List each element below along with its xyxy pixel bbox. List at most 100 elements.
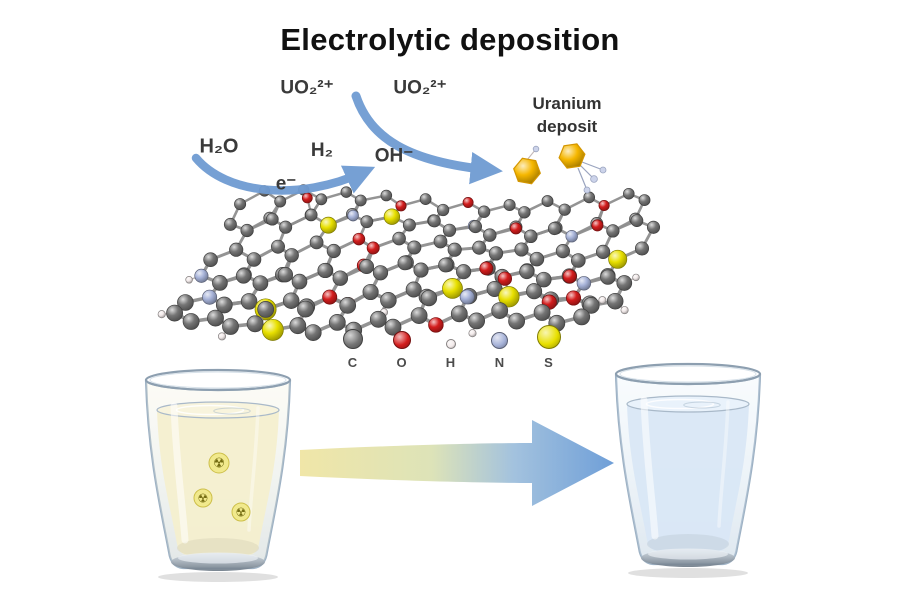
- atom-carbon: [240, 293, 258, 310]
- deposit-bond: [581, 161, 604, 171]
- atom-carbon: [606, 224, 620, 238]
- graphene-sheet: [157, 184, 661, 342]
- atom-hydrogen: [468, 329, 477, 338]
- atom-hydrogen: [583, 186, 591, 194]
- atom-carbon: [536, 271, 552, 288]
- atom-nitrogen: [194, 268, 209, 283]
- atom-oxygen: [598, 199, 610, 212]
- atom-carbon: [402, 218, 416, 232]
- atom-nitrogen: [459, 289, 475, 305]
- atom-carbon: [488, 246, 504, 261]
- atom-carbon: [229, 242, 244, 257]
- atom-carbon: [212, 275, 228, 291]
- atom-carbon: [616, 275, 633, 291]
- radiation-symbol: ☢: [193, 488, 213, 508]
- atom-carbon: [524, 229, 538, 244]
- label-uranyl-ion-right: UO₂²⁺: [393, 77, 447, 99]
- atom-carbon: [570, 253, 586, 268]
- atom-carbon: [447, 242, 462, 257]
- atom-carbon: [420, 289, 438, 307]
- atom-carbon: [332, 270, 349, 286]
- atom-oxygen: [366, 241, 380, 255]
- glass-rim: [144, 368, 292, 392]
- radiation-symbol: ☢: [231, 502, 251, 522]
- atom-carbon: [274, 195, 287, 208]
- atom-carbon: [359, 259, 375, 275]
- atom-hydrogen: [590, 175, 598, 183]
- atom-carbon: [340, 186, 353, 198]
- atom-oxygen: [591, 219, 604, 232]
- atom-carbon: [282, 292, 300, 309]
- atom-carbon: [207, 309, 224, 327]
- atom-carbon: [279, 220, 293, 234]
- atom-carbon: [304, 324, 322, 342]
- atom-carbon: [468, 220, 483, 234]
- atom-carbon: [595, 244, 611, 260]
- atom-oxygen: [395, 200, 407, 212]
- atom-carbon: [582, 297, 600, 314]
- atom-carbon: [491, 302, 509, 320]
- label-uranium-deposit: Uranium deposit: [533, 93, 602, 139]
- nitrogen-atom-icon: [491, 332, 508, 349]
- surface-ripple: [213, 407, 251, 415]
- legend-label-carbon: C: [347, 355, 358, 370]
- atom-carbon: [436, 203, 450, 217]
- clean-water-glass: [614, 362, 762, 578]
- atom-carbon: [438, 257, 454, 273]
- atom-carbon: [369, 310, 387, 328]
- atom-carbon: [547, 221, 562, 236]
- atom-oxygen: [479, 261, 494, 276]
- sulfur-atom-icon: [536, 325, 561, 349]
- atom-sulfur: [608, 249, 628, 269]
- atom-carbon: [397, 255, 413, 271]
- water-deep: [647, 534, 729, 554]
- atom-oxygen: [322, 289, 338, 305]
- atom-oxygen: [352, 232, 366, 246]
- legend-item-sulfur: S: [524, 322, 573, 370]
- atom-carbon: [326, 243, 341, 259]
- atom-carbon: [407, 240, 422, 255]
- legend-item-carbon: C: [328, 322, 377, 370]
- atom-carbon: [526, 283, 543, 300]
- purification-arrow: [300, 420, 614, 506]
- atom-carbon: [166, 304, 184, 322]
- glass-shadow: [628, 568, 748, 578]
- atom-carbon: [428, 214, 441, 228]
- process-arrows: [191, 91, 503, 195]
- atom-sulfur: [442, 278, 463, 299]
- atom-carbon: [555, 244, 571, 259]
- glass-highlight: [640, 396, 659, 540]
- atom-oxygen: [462, 197, 474, 208]
- radiation-circle: [208, 452, 230, 474]
- atom-hydrogen: [599, 166, 607, 174]
- atom-carbon: [277, 267, 294, 283]
- atom-carbon: [442, 223, 457, 237]
- radiation-glyph: ☢: [213, 456, 225, 472]
- atom-carbon: [203, 252, 218, 268]
- label-electron: e⁻: [275, 173, 297, 195]
- atom-carbon: [240, 223, 254, 238]
- atom-oxygen: [301, 192, 313, 204]
- atom-carbon: [291, 273, 308, 290]
- atom-carbon: [289, 317, 307, 335]
- radiation-glyph: ☢: [198, 492, 209, 506]
- atom-hydrogen: [632, 273, 640, 282]
- atom-carbon: [433, 234, 448, 249]
- label-water: H₂O: [199, 135, 239, 158]
- carbon-atom-icon: [342, 329, 363, 349]
- radiation-symbol: ☢: [208, 452, 230, 474]
- atom-carbon: [410, 307, 428, 325]
- atom-carbon: [317, 262, 333, 279]
- legend-label-nitrogen: N: [494, 355, 505, 370]
- atom-sulfur: [383, 208, 401, 225]
- atom-carbon: [177, 294, 194, 311]
- radiation-circle: [193, 488, 213, 508]
- atom-carbon: [297, 300, 314, 318]
- label-uranyl-ion-left: UO₂²⁺: [280, 77, 334, 99]
- atom-carbon: [265, 212, 279, 226]
- atom-oxygen: [509, 222, 522, 235]
- atom-carbon: [222, 318, 239, 335]
- glass-rim-inner: [149, 371, 287, 389]
- atom-carbon: [182, 313, 200, 330]
- atom-carbon: [529, 251, 545, 267]
